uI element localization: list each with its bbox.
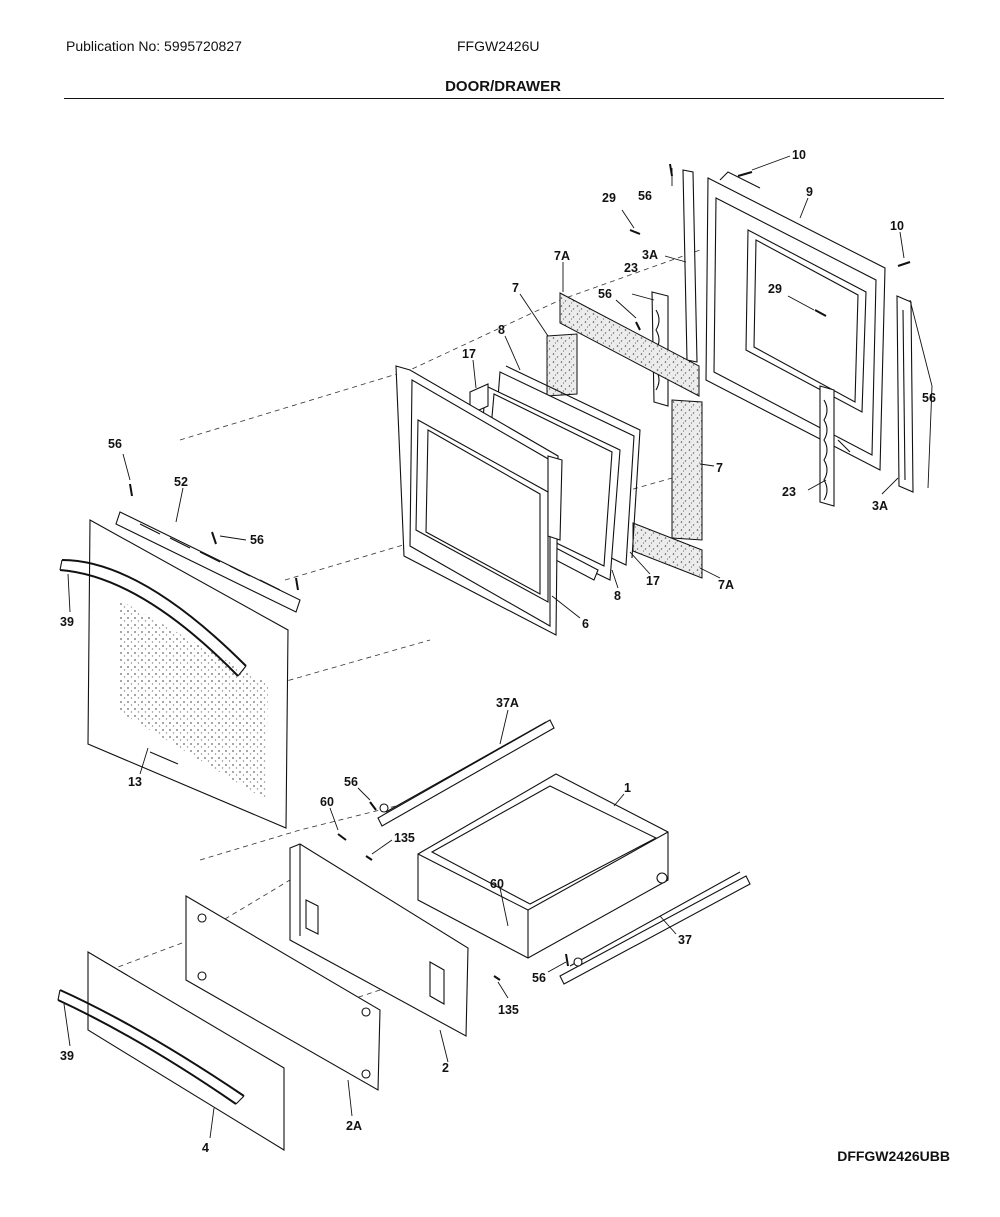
callout-17: 17 <box>646 574 660 588</box>
page-title: DOOR/DRAWER <box>445 78 561 95</box>
callout-13: 13 <box>128 775 142 789</box>
callout-1: 1 <box>624 781 631 795</box>
callout-2: 2 <box>442 1061 449 1075</box>
callout-37: 37 <box>678 933 692 947</box>
publication-number: Publication No: 5995720827 <box>66 38 242 54</box>
callout-29: 29 <box>602 191 616 205</box>
vent-trim <box>115 511 301 613</box>
callout-3a: 3A <box>872 499 888 513</box>
callout-10: 10 <box>792 148 806 162</box>
fasteners <box>129 163 911 981</box>
header-rule <box>64 98 944 99</box>
callout-23: 23 <box>782 485 796 499</box>
callout-8: 8 <box>614 589 621 603</box>
callout-37a: 37A <box>496 696 519 710</box>
callout-labels: 56 29 10 9 10 3A 7A 23 56 29 7 8 17 56 5… <box>60 148 936 1155</box>
callout-10: 10 <box>890 219 904 233</box>
callout-4: 4 <box>202 1141 209 1155</box>
door-side-rails <box>682 169 914 493</box>
outer-door-panel <box>87 519 289 829</box>
callout-7: 7 <box>512 281 519 295</box>
callout-52: 52 <box>174 475 188 489</box>
leader-lines <box>63 155 933 1139</box>
drawer-handle <box>57 989 245 1105</box>
callout-39: 39 <box>60 1049 74 1063</box>
diagram-code: DFFGW2426UBB <box>837 1148 950 1164</box>
callout-135: 135 <box>394 831 415 845</box>
callout-56: 56 <box>922 391 936 405</box>
callout-7: 7 <box>716 461 723 475</box>
door-insulation <box>546 292 703 579</box>
callout-56: 56 <box>250 533 264 547</box>
callout-60: 60 <box>320 795 334 809</box>
callout-56: 56 <box>108 437 122 451</box>
callout-2a: 2A <box>346 1119 362 1133</box>
callout-17: 17 <box>462 347 476 361</box>
drawer-front-frame <box>289 843 469 1037</box>
drawer-box <box>417 773 669 959</box>
callout-60: 60 <box>490 877 504 891</box>
inner-door-liner <box>705 171 886 471</box>
callout-3a: 3A <box>642 248 658 262</box>
drawer-glass-panel <box>185 895 381 1091</box>
callout-56: 56 <box>532 971 546 985</box>
callout-8: 8 <box>498 323 505 337</box>
callout-29: 29 <box>768 282 782 296</box>
callout-56: 56 <box>344 775 358 789</box>
callout-135: 135 <box>498 1003 519 1017</box>
callout-56: 56 <box>598 287 612 301</box>
drawer-slides <box>377 719 751 985</box>
callout-56: 56 <box>638 189 652 203</box>
model-number: FFGW2426U <box>457 38 540 54</box>
callout-7a: 7A <box>718 578 734 592</box>
callout-6: 6 <box>582 617 589 631</box>
door-handle <box>59 559 247 677</box>
callout-39: 39 <box>60 615 74 629</box>
callout-7a: 7A <box>554 249 570 263</box>
callout-9: 9 <box>806 185 813 199</box>
callout-23: 23 <box>624 261 638 275</box>
door-frame <box>395 365 563 636</box>
